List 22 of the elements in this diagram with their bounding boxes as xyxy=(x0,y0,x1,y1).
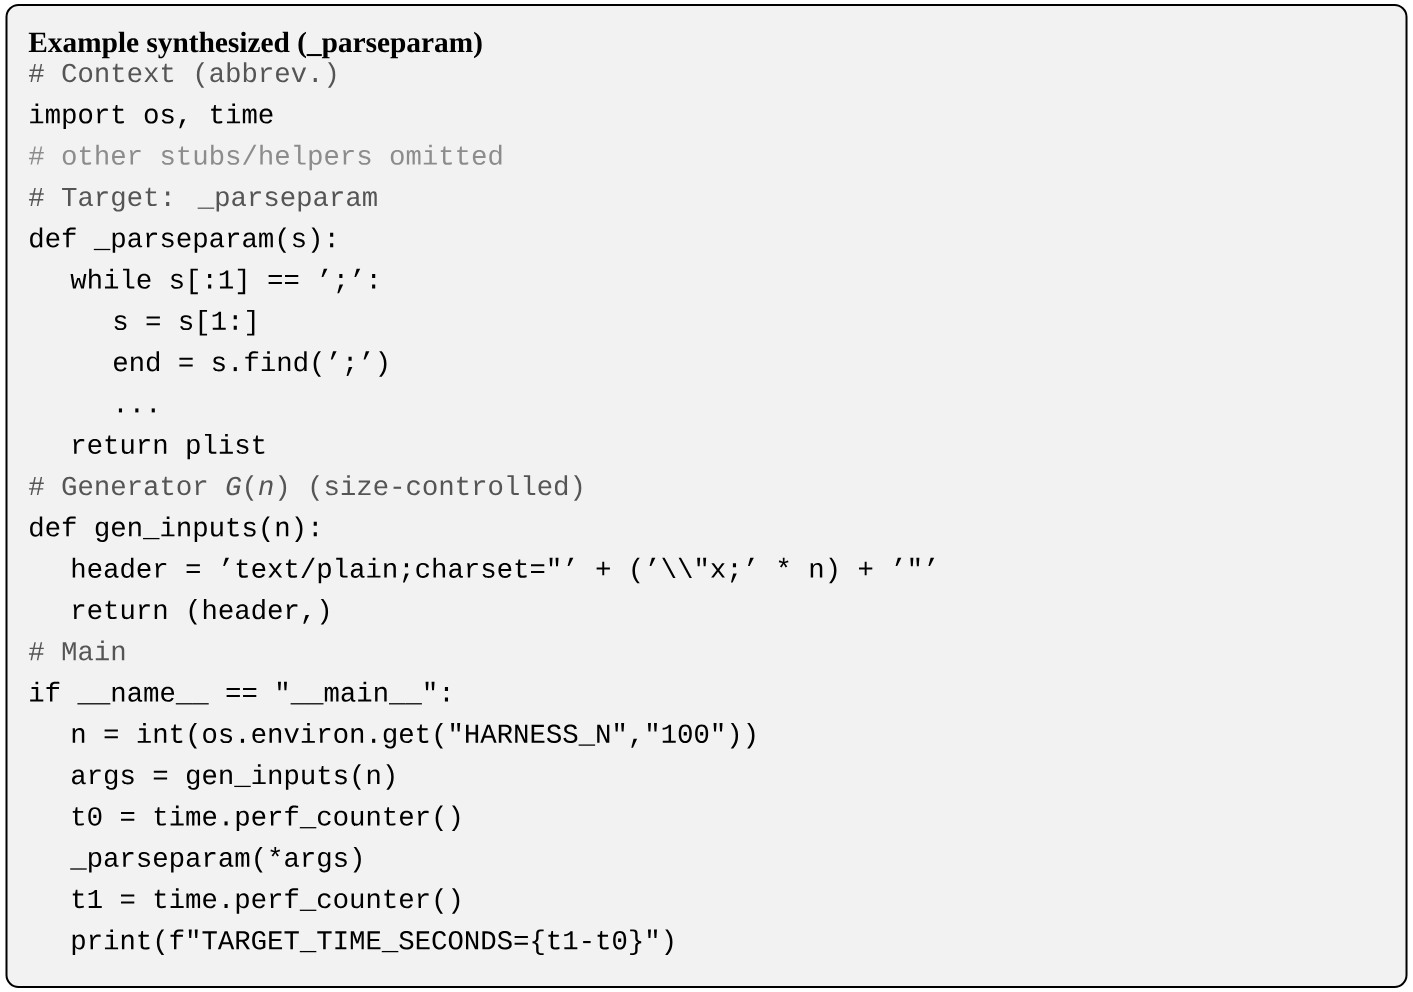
code-line: s = s[1:] xyxy=(114,310,255,336)
code-line: end = s.find(’;’) xyxy=(114,351,387,377)
code-line: def gen_inputs(n): xyxy=(30,516,317,542)
code-line: return (header,) xyxy=(73,599,329,625)
code-line: import os, time xyxy=(30,103,273,129)
code-line: while s[:1] == ’;’: xyxy=(70,268,376,295)
code-line: t0 = time.perf_counter() xyxy=(72,805,460,832)
code-line: _parseparam(*args) xyxy=(70,846,361,873)
code-comment: # other stubs/helpers omitted xyxy=(29,144,502,171)
code-line: if __name__ == "__main__": xyxy=(30,681,449,705)
code-comment: # Target: _parseparam xyxy=(29,187,377,212)
code-line: def _parseparam(s): xyxy=(30,227,334,253)
code-comment: # Context (abbrev.) xyxy=(29,62,336,88)
code-line: ... xyxy=(118,408,155,413)
code-line: args = gen_inputs(n) xyxy=(72,764,394,790)
code-line: n = int(os.environ.get("HARNESS_N","100")) xyxy=(72,723,755,749)
code-line: t1 = time.perf_counter() xyxy=(72,888,460,914)
code-comment: # Generator G(n) (size-controlled) xyxy=(29,475,582,501)
code-comment: # Main xyxy=(29,640,125,661)
code-line: print(f"TARGET_TIME_SECONDS={t1-t0}") xyxy=(72,929,673,955)
code-line: header = ’text/plain;charset="’ + (’\\"x;’ * n) + ’"’ xyxy=(72,557,935,584)
code-line: return plist xyxy=(73,433,265,460)
